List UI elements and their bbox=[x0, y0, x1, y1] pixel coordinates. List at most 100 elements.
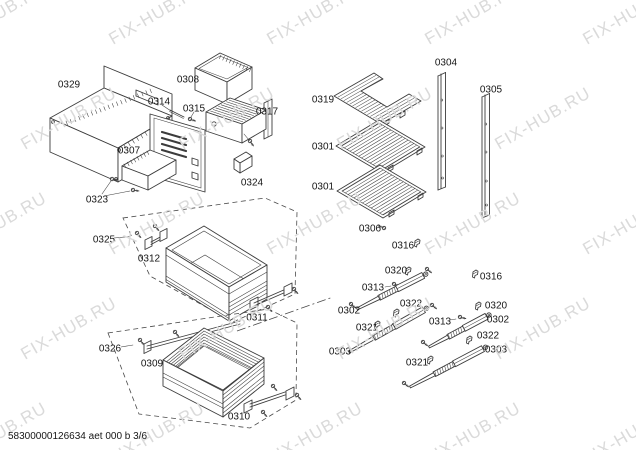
rail-hatch bbox=[444, 366, 447, 371]
rail-hatch bbox=[391, 288, 394, 294]
slat-line bbox=[350, 173, 390, 197]
watermark: FIX-HUB.RU bbox=[106, 398, 208, 450]
part-label-0325: 0325 bbox=[93, 235, 116, 246]
rib-tick bbox=[225, 57, 228, 62]
rail-hatch bbox=[386, 328, 389, 333]
slat-line bbox=[353, 174, 393, 199]
part-label-0313-b: 0313 bbox=[429, 317, 452, 328]
part-0312-fixing bbox=[134, 223, 168, 250]
rail-hatch bbox=[446, 364, 449, 370]
slat-line bbox=[378, 99, 418, 122]
slat-line bbox=[349, 128, 389, 152]
part-label-0311: 0311 bbox=[246, 313, 268, 324]
slat-line bbox=[342, 167, 381, 192]
rib-tick bbox=[132, 139, 135, 144]
rail-hatch bbox=[442, 367, 444, 373]
part-label-0316-b: 0316 bbox=[480, 272, 503, 283]
rib-tick bbox=[99, 107, 102, 113]
grate-slats bbox=[342, 167, 421, 216]
slat-line bbox=[228, 99, 262, 112]
part-0302-rail bbox=[356, 271, 429, 311]
rib-tick bbox=[95, 109, 98, 114]
part-0303-rail bbox=[348, 305, 430, 354]
slat-line bbox=[164, 336, 205, 370]
part-label-0319: 0319 bbox=[312, 95, 335, 106]
rib-tick bbox=[239, 63, 242, 68]
part-label-0313-a: 0313 bbox=[362, 283, 385, 294]
icemaker-rib-texture bbox=[210, 99, 262, 123]
drawer-slats bbox=[164, 330, 263, 379]
rib-tick bbox=[149, 88, 152, 94]
part-label-0317: 0317 bbox=[256, 107, 279, 118]
watermark: FIX-HUB.RU bbox=[0, 398, 50, 450]
part-0314-pin bbox=[161, 104, 185, 119]
part-0320-clip bbox=[475, 301, 482, 311]
slat-line bbox=[215, 107, 249, 120]
slat-line bbox=[368, 183, 407, 207]
rib-tick bbox=[144, 131, 148, 136]
bracket-rib-texture bbox=[123, 150, 150, 168]
watermark: FIX-HUB.RU bbox=[264, 0, 366, 48]
slat-line bbox=[203, 339, 263, 371]
part-label-0320-a: 0320 bbox=[385, 266, 408, 277]
slat-line bbox=[369, 139, 409, 164]
slat-line bbox=[220, 104, 254, 116]
rail-hatch bbox=[389, 289, 391, 295]
group-0325-drawer-assembly bbox=[113, 197, 300, 323]
slat-line bbox=[381, 146, 420, 171]
part-0315-screw bbox=[187, 111, 197, 124]
rib-tick bbox=[123, 163, 127, 168]
part-label-0323: 0323 bbox=[86, 195, 109, 206]
telescopic-rails bbox=[348, 238, 492, 389]
slat-line bbox=[359, 178, 398, 202]
rib-tick bbox=[132, 95, 135, 100]
part-label-0303-b: 0303 bbox=[485, 345, 508, 356]
part-label-0322-b: 0322 bbox=[477, 331, 500, 342]
rail-hatch bbox=[374, 334, 376, 340]
slat-line bbox=[210, 110, 244, 123]
rail-hatch bbox=[460, 327, 463, 333]
part-0311-fixing bbox=[249, 282, 300, 312]
rib-tick bbox=[130, 160, 133, 165]
part-0301-grate-upper bbox=[335, 119, 426, 174]
rib-tick bbox=[136, 136, 139, 141]
rib-tick bbox=[78, 115, 81, 121]
rib-tick bbox=[140, 134, 144, 139]
slat-line bbox=[376, 188, 416, 212]
slat-line bbox=[337, 75, 377, 98]
part-label-0302-b: 0302 bbox=[487, 315, 510, 326]
part-0323-screws bbox=[101, 174, 140, 197]
rail-hatch bbox=[458, 328, 460, 334]
slat-line bbox=[355, 131, 394, 155]
rib-tick bbox=[116, 101, 119, 106]
part-label-0305: 0305 bbox=[480, 85, 503, 96]
slat-line bbox=[378, 144, 417, 169]
rib-tick bbox=[65, 120, 68, 126]
watermark: FIX-HUB.RU bbox=[580, 188, 636, 258]
part-0321-clip bbox=[427, 355, 434, 365]
part-0316-clip bbox=[414, 238, 421, 248]
part-0316-clip bbox=[472, 269, 479, 279]
rib-tick bbox=[222, 56, 225, 61]
slat-line bbox=[352, 129, 392, 154]
part-label-0309: 0309 bbox=[141, 359, 164, 370]
slat-line bbox=[362, 179, 401, 204]
rib-tick bbox=[141, 91, 144, 97]
rail-hatch bbox=[434, 371, 437, 376]
slat-line bbox=[372, 141, 412, 165]
part-0324-bracket bbox=[233, 151, 253, 174]
rail-hatch bbox=[451, 362, 454, 367]
watermark: FIX-HUB.RU bbox=[422, 0, 524, 48]
rib-tick bbox=[127, 142, 131, 147]
slat-line bbox=[347, 171, 387, 195]
rib-tick bbox=[123, 144, 127, 149]
part-drawer-upper bbox=[165, 225, 268, 322]
part-label-0329: 0329 bbox=[58, 80, 81, 91]
slat-line bbox=[218, 106, 252, 118]
slat-line bbox=[341, 122, 380, 147]
slat-line bbox=[212, 109, 246, 121]
rail-hatch bbox=[386, 291, 389, 296]
